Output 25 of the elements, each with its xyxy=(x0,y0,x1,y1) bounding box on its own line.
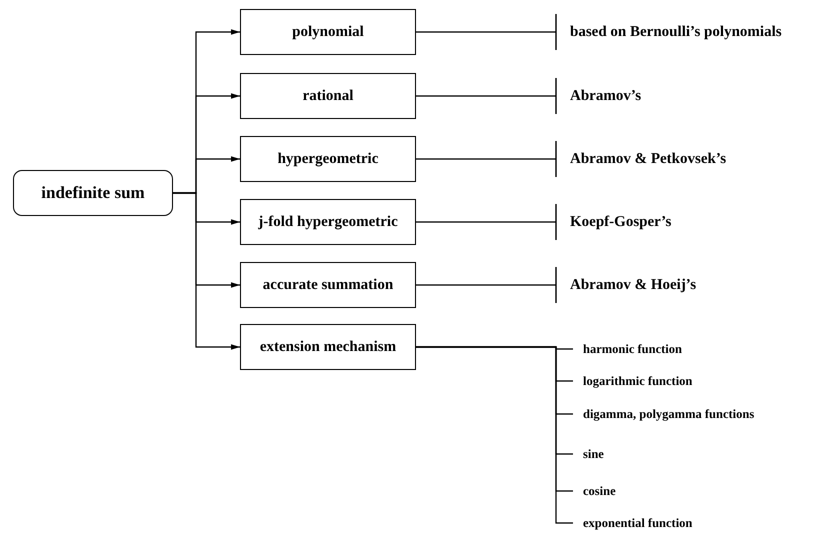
connector-line xyxy=(416,77,557,115)
method-label: cosine xyxy=(573,481,823,501)
process-box: extension mechanism xyxy=(240,324,416,370)
method-label: Abramov & Hoeij’s xyxy=(556,271,826,299)
method-label: Abramov & Petkovsek’s xyxy=(556,145,826,173)
method-label: Koepf-Gosper’s xyxy=(556,208,826,236)
rounded-box: indefinite sum xyxy=(13,170,173,216)
method-label: based on Bernoulli’s polynomials xyxy=(556,18,826,46)
method-label: logarithmic function xyxy=(573,371,823,391)
process-box: rational xyxy=(240,73,416,119)
process-box: polynomial xyxy=(240,9,416,55)
method-label: sine xyxy=(573,444,823,464)
connector-line xyxy=(416,266,557,304)
method-label: digamma, polygamma functions xyxy=(573,404,823,424)
process-box: hypergeometric xyxy=(240,136,416,182)
method-label: Abramov’s xyxy=(556,82,826,110)
method-label: harmonic function xyxy=(573,339,823,359)
connector-line xyxy=(416,140,557,178)
process-box: j-fold hypergeometric xyxy=(240,199,416,245)
method-label: exponential function xyxy=(573,513,823,533)
process-box: accurate summation xyxy=(240,262,416,308)
connector-line xyxy=(416,13,557,51)
connector-line xyxy=(416,203,557,241)
arrow xyxy=(173,192,240,350)
connector-line xyxy=(416,346,573,524)
